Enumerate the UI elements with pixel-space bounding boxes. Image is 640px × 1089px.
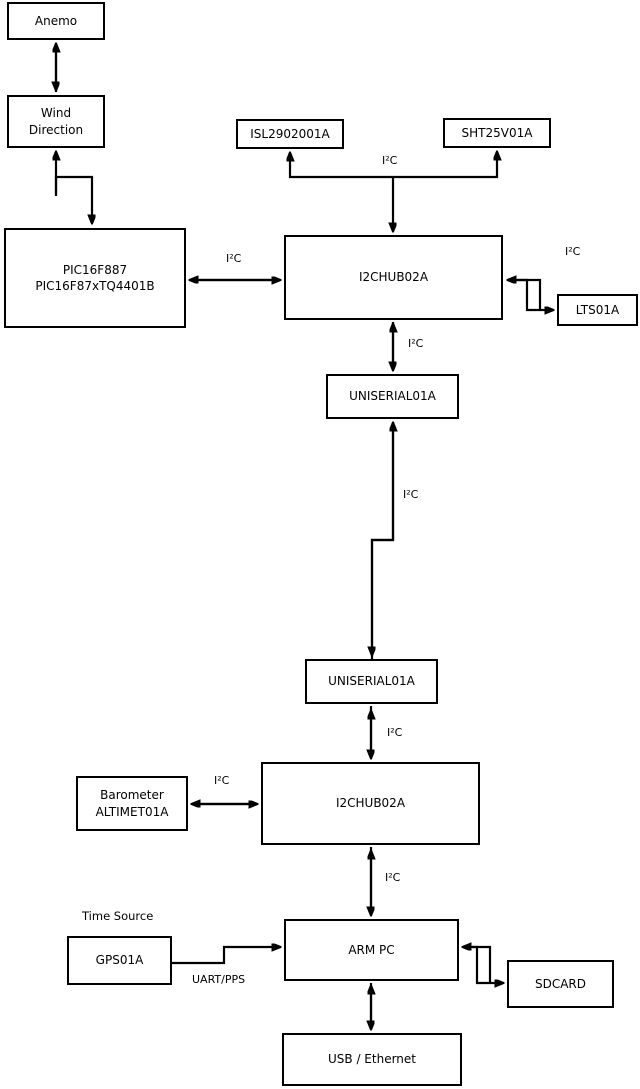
label-time-source: Time Source (82, 909, 154, 923)
wire-topbus-sht (393, 152, 497, 179)
wire-armpc-sdcard (463, 945, 503, 983)
node-uniserial01a-bottom[interactable]: UNISERIAL01A (305, 659, 438, 704)
node-usb-ethernet[interactable]: USB / Ethernet (282, 1033, 462, 1086)
node-i2chub02a-top[interactable]: I2CHUB02A (284, 235, 503, 320)
node-isl2902001a[interactable]: ISL2902001A (236, 119, 344, 149)
edge-label-i2c-hub-lts: I²C (565, 245, 581, 258)
node-barometer-altimet01a[interactable]: Barometer ALTIMET01A (76, 776, 188, 831)
edge-label-i2c-uniserial-hub-bottom: I²C (387, 726, 403, 739)
wire-hub-lts (508, 278, 553, 310)
node-sht25v01a[interactable]: SHT25V01A (443, 118, 551, 148)
wire-uniserial-link-down (372, 423, 395, 655)
edge-label-i2c-barometer-hub: I²C (214, 774, 230, 787)
node-gps01a[interactable]: GPS01A (67, 936, 172, 985)
edge-label-i2c-hub-uniserial: I²C (408, 337, 424, 350)
edge-label-uart-pps: UART/PPS (192, 973, 246, 986)
node-i2chub02a-bottom[interactable]: I2CHUB02A (261, 762, 480, 845)
node-sdcard[interactable]: SDCARD (507, 960, 614, 1008)
node-uniserial01a-top[interactable]: UNISERIAL01A (326, 374, 459, 419)
wire-gps-armpc (172, 947, 280, 965)
node-lts01a[interactable]: LTS01A (557, 294, 638, 326)
node-anemo[interactable]: Anemo (7, 2, 105, 40)
wire-uniserial-link-up (370, 423, 393, 660)
node-pic-microcontroller[interactable]: PIC16F887 PIC16F87xTQ4401B (4, 228, 186, 328)
wire-pic-winddirection (54, 175, 92, 223)
wire-lts-hub (508, 280, 542, 310)
node-arm-pc[interactable]: ARM PC (284, 919, 459, 981)
edge-label-i2c-hub-armpc: I²C (385, 871, 401, 884)
edge-label-i2c-uniserial-link: I²C (403, 488, 419, 501)
edge-label-i2c-pic-hub: I²C (226, 252, 242, 265)
node-wind-direction[interactable]: Wind Direction (7, 95, 105, 148)
edge-label-i2c-top-bus: I²C (382, 154, 398, 167)
wire-topbus-isl (290, 153, 393, 179)
